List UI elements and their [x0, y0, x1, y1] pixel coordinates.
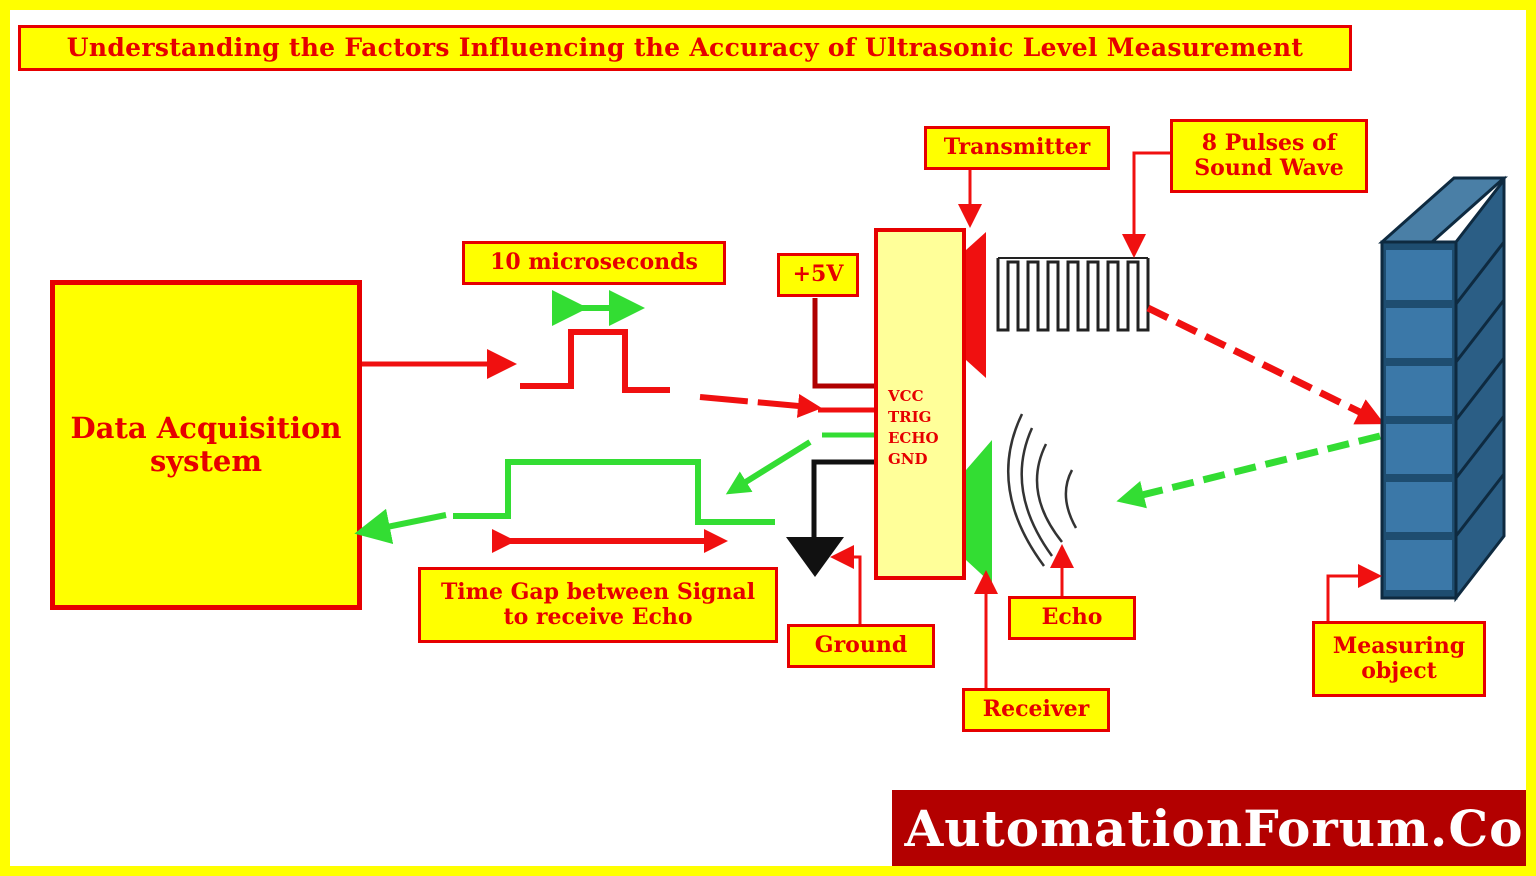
measuring-label-line1: Measuring — [1332, 632, 1466, 659]
pulses-label-line2: Sound Wave — [1194, 155, 1344, 181]
pulses-label: 8 Pulses of Sound Wave — [1170, 119, 1368, 193]
pulses-leader — [1122, 151, 1170, 258]
data-acquisition-system-box: Data Acquisition system — [50, 280, 362, 610]
transmitter-horn — [966, 232, 986, 378]
receiver-label: Receiver — [962, 688, 1110, 732]
pin-echo: ECHO — [888, 429, 939, 447]
ground-symbol — [786, 537, 844, 577]
pin-trig: TRIG — [888, 408, 932, 426]
transmitter-label: Transmitter — [924, 126, 1110, 170]
pin-vcc: VCC — [888, 387, 924, 405]
pin-gnd: GND — [888, 450, 928, 468]
time-gap-label-line1: Time Gap between Signal — [440, 578, 756, 605]
echo-arc-mid2 — [1020, 427, 1054, 557]
echo-to-daq-arrow — [354, 508, 447, 545]
echo-arc-inner — [1064, 469, 1078, 529]
echo-output-arrow — [725, 439, 812, 495]
measuring-label-line2: object — [1361, 658, 1437, 684]
daq-label-line1: Data Acquisition — [70, 410, 342, 445]
measuring-object-label: Measuring object — [1312, 621, 1486, 697]
trigger-pulse-waveform — [520, 329, 670, 393]
ultrasonic-sensor-module — [874, 228, 966, 580]
ground-label: Ground — [787, 624, 935, 668]
pulse-width-label: 10 microseconds — [462, 241, 726, 285]
ground-leader — [830, 545, 862, 624]
echo-arc-outer — [1007, 413, 1046, 567]
vcc-supply-label: +5V — [777, 253, 859, 297]
pulses-label-line1: 8 Pulses of — [1201, 129, 1337, 156]
brand-watermark: AutomationForum.Co — [892, 790, 1526, 866]
page-title: Understanding the Factors Influencing th… — [18, 25, 1352, 71]
echo-label: Echo — [1008, 596, 1136, 640]
ground-wire — [811, 459, 874, 540]
transmitted-wave-arrow — [1146, 304, 1385, 425]
echo-arc-mid1 — [1035, 443, 1063, 543]
reflected-wave-arrow — [1116, 432, 1381, 509]
measuring-leader — [1326, 564, 1382, 624]
receiver-horn — [966, 440, 992, 584]
daq-label-line2: system — [149, 444, 263, 478]
sensor-pin-labels: VCC TRIG ECHO GND — [888, 386, 939, 470]
measuring-object-wall — [1378, 175, 1508, 603]
sound-wave-burst — [996, 258, 1150, 332]
vcc-supply-wire — [812, 298, 874, 389]
diagram-artwork — [354, 151, 1508, 688]
trigger-input-arrow — [699, 393, 822, 418]
time-gap-label: Time Gap between Signal to receive Echo — [418, 567, 778, 643]
echo-pulse-waveform — [453, 459, 775, 525]
time-gap-label-line2: to receive Echo — [503, 604, 693, 630]
